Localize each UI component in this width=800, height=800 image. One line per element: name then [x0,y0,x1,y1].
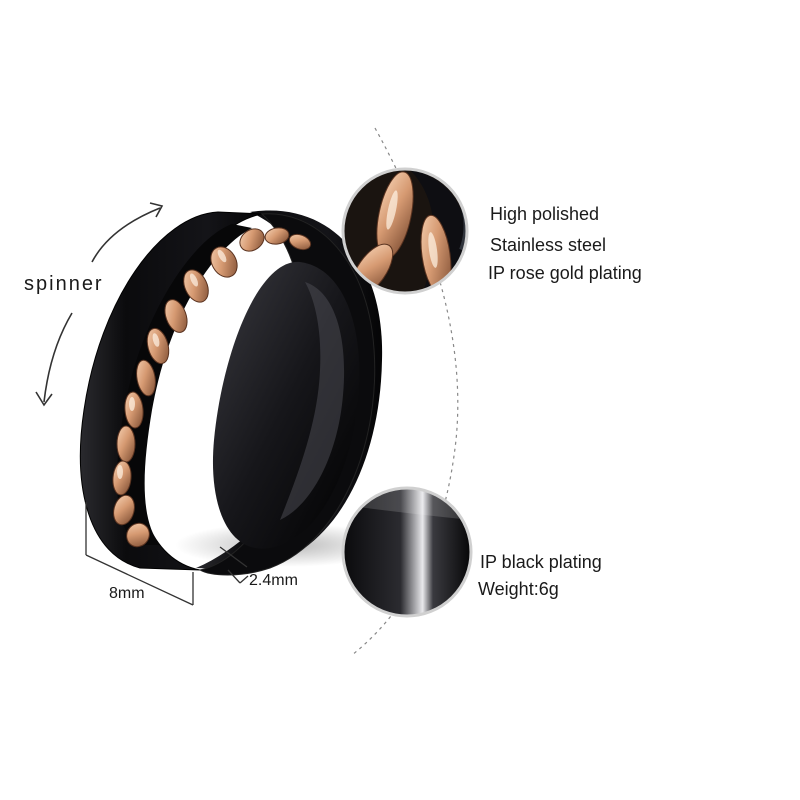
feature-stainless-steel: Stainless steel [490,235,607,255]
width-dimension-lines [85,502,194,606]
feature-weight: Weight:6g [478,579,559,599]
ring-inner-highlight [280,282,345,520]
curved-arrow-down-icon-head [35,391,53,407]
band-detail-circle [341,486,473,618]
spinner-ring [79,210,383,576]
width-dimension-label: 8mm [109,585,145,602]
feature-high-polished: High polished [490,204,600,224]
chain-detail-circle [341,167,469,295]
curved-arrow-up-icon [91,207,161,263]
spinner-label: spinner [24,273,104,295]
chain-highlights [117,249,227,479]
rose-gold-chain [112,227,312,548]
feature-rose-gold-plating: IP rose gold plating [488,263,642,283]
thickness-dimension-lines [219,546,249,584]
feature-black-plating: IP black plating [480,552,602,572]
curved-arrow-down-icon [43,312,73,403]
thickness-dimension-label: 2.4mm [249,572,298,589]
curved-arrow-up-icon-head [149,202,164,218]
